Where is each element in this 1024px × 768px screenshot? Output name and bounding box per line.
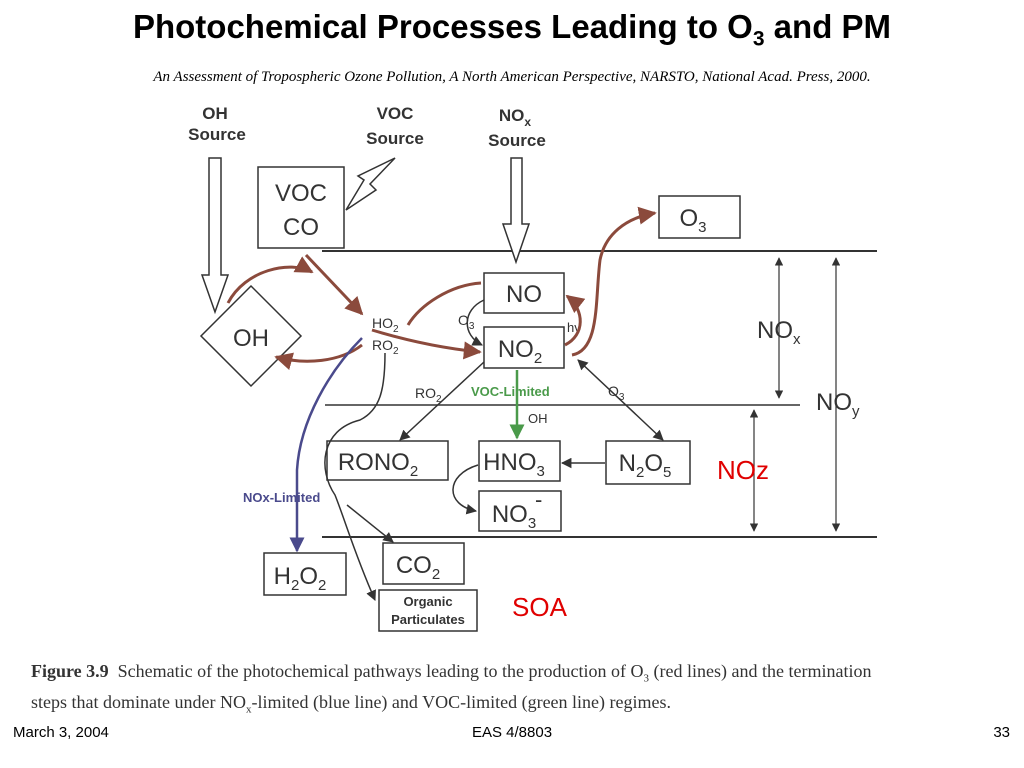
peroxy-to-organics-path [324,352,386,601]
footer-page-number: 33 [993,724,1010,741]
oh-source-arrow [200,157,230,315]
no-to-peroxy-path [406,281,482,326]
footer-course: EAS 4/8803 [471,724,553,741]
n2o5-label: N2O5 [619,450,672,481]
peroxy-to-oh-path [274,343,363,370]
no2-to-rono2-path [399,361,485,441]
slide-title: Photochemical Processes Leading to O3 an… [132,8,892,51]
no2-to-o3-path [571,206,657,357]
rono2-box [326,440,449,481]
no2-box-label: NO2 [498,336,542,367]
voc-source-label-2: Source [366,129,424,148]
footer-date: March 3, 2004 [13,724,109,741]
voc-limited-label: VOC-Limited [471,384,550,399]
citation: An Assessment of Tropospheric Ozone Poll… [153,69,871,85]
noy-range-label: NOy [816,389,860,420]
ro2-label: RO2 [372,337,399,357]
n2o5-box [605,440,691,485]
no-box [483,272,565,314]
hno3-box [478,440,561,482]
no-box-label: NO [506,281,542,308]
organic-particulates-box [378,589,478,632]
oh-diamond-label: OH [233,325,269,352]
h2o2-label: H2O2 [274,563,327,594]
no3-label: NO3 [492,501,536,532]
voc-source-label: VOC [377,104,414,123]
co2-label: CO2 [396,552,440,583]
voc-box-label: VOC [275,180,327,207]
o3-box-label: O3 [679,205,706,236]
rono2-label: RONO2 [338,449,418,480]
voc-source-arrow [345,157,396,211]
o3-lower-label: O3 [608,383,625,403]
no-o3-to-no2-path [466,299,485,346]
particulates-label: Particulates [391,612,465,627]
nox-limited-path [289,337,363,553]
oh-source-label-2: Source [188,125,246,144]
voc-co-box [257,166,345,249]
hno3-label: HNO3 [483,449,545,480]
no2-to-n2o5-path [577,359,664,441]
oh-small-label: OH [528,411,548,426]
ho2-label: HO2 [372,315,399,335]
figure-caption: Figure 3.9 Schematic of the photochemica… [31,661,872,716]
co-box-label: CO [283,214,319,241]
oh-source-label: OH [202,104,228,123]
nox-source-label-2: Source [488,131,546,150]
soa-label: SOA [512,592,568,622]
nox-range-label: NOx [757,317,801,348]
hno3-to-no3-path [452,464,479,515]
no2-box [483,326,565,369]
h2o2-box [263,552,347,596]
voc-to-peroxy-path [304,253,364,316]
no3-box [478,490,562,532]
o3-reaction-label: O3 [458,312,475,332]
nox-source-arrow [501,157,531,265]
oh-to-peroxy-path [226,256,314,304]
o3-box [658,195,741,239]
noz-label: NOz [717,455,769,485]
no2-to-no-photolysis-path [564,294,586,347]
peroxy-to-co2-path [346,504,394,543]
nox-source-label: NOx [499,106,532,129]
nox-limited-label: NOx-Limited [243,490,320,505]
ro2-lower-label: RO2 [415,385,442,405]
organic-label: Organic [403,594,452,609]
peroxy-to-no2-path [371,328,482,360]
co2-box [382,542,465,585]
photochemistry-diagram: OH Source VOC Source NOx Source VOC CO O… [188,104,877,632]
figure-label: Figure 3.9 [31,661,109,681]
no3-charge: - [535,487,542,512]
